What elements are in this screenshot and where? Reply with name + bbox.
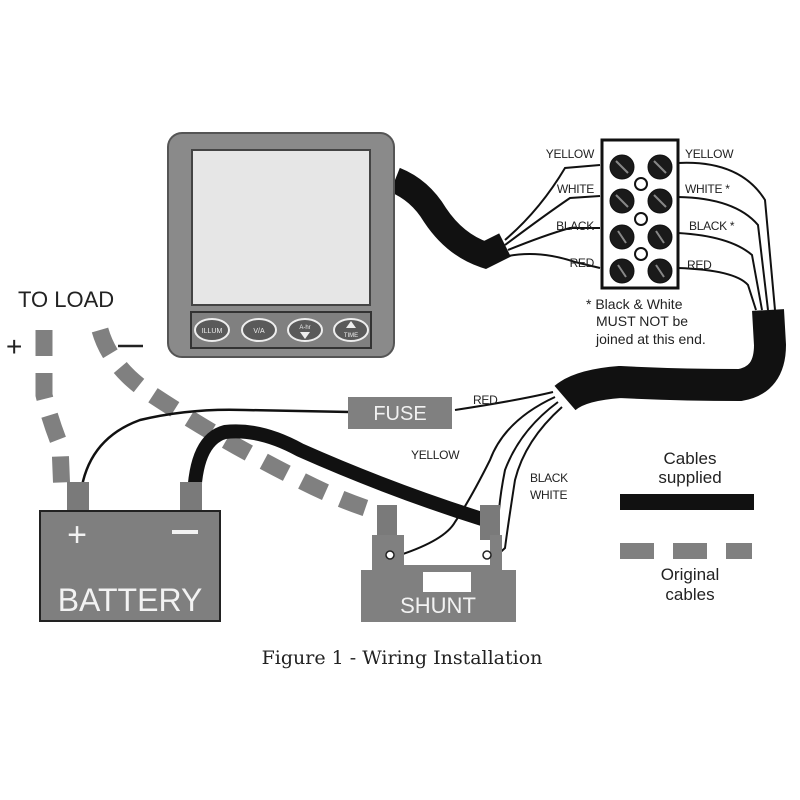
display-unit: ILLUM V/A A-hr TIME [167,132,395,358]
supplied-cable-battery-neg-to-shunt [187,424,488,527]
label-white-left: WHITE [557,182,594,196]
terminal-right-wires [677,161,776,311]
note-line: MUST NOT be [596,313,688,329]
battery: + BATTERY [39,482,221,622]
display-button-illum[interactable]: ILLUM [194,318,230,342]
label-yellow-right: YELLOW [685,147,734,161]
label-white-right: WHITE * [685,182,730,196]
legend-supplied-text: supplied [658,468,721,487]
wire-battery-to-fuse [78,408,351,501]
label-yellow-left: YELLOW [546,147,595,161]
battery-terminal-positive [67,482,89,512]
note-line: joined at this end. [595,331,706,347]
label-red-right: RED [687,258,712,272]
shunt-terminal-right [482,550,492,560]
shunt: SHUNT [361,505,516,622]
up-arrow-icon [346,321,356,328]
shunt-terminal-left [385,550,395,560]
label-yellow-harness: YELLOW [411,448,460,462]
fuse-label: FUSE [373,403,426,425]
note-line: * Black & White [586,296,683,312]
label-black-harness: BLACK [530,471,568,485]
button-label: A-hr [299,325,310,331]
terminal-block [600,138,680,290]
display-button-va[interactable]: V/A [241,318,277,342]
legend-original-swatch [620,543,752,559]
label-black-right: BLACK * [689,219,735,233]
display-cable [389,167,511,270]
legend-original-text: Original [661,565,720,584]
original-cable-load-negative [91,327,397,540]
original-cables [35,327,397,540]
legend: Cables supplied Original cables [620,449,754,604]
load-plus-sign: + [6,331,22,362]
label-white-harness: WHITE [530,488,567,502]
button-label: V/A [253,328,265,335]
battery-plus-sign: + [67,516,87,554]
legend-supplied-swatch [620,494,754,510]
terminal-note: * Black & White MUST NOT be joined at th… [586,296,706,347]
to-load-label: TO LOAD [18,287,114,312]
legend-supplied-text: Cables [664,449,717,468]
legend-original-text: cables [665,585,714,604]
supplied-harness [554,309,787,411]
down-arrow-icon [300,332,310,339]
button-label: ILLUM [202,328,223,335]
label-red-left: RED [570,256,595,270]
terminal-left-labels: YELLOW WHITE BLACK RED [546,147,595,270]
display-screen [191,149,371,306]
original-cable-load-positive [35,330,71,496]
display-button-time[interactable]: TIME [333,318,369,342]
shunt-label: SHUNT [400,593,476,618]
display-cable-wires [504,164,601,269]
fuse: FUSE [348,397,452,429]
figure-caption: Figure 1 - Wiring Installation [262,647,543,669]
battery-terminal-negative [180,482,202,512]
fuse-red-label: RED [473,393,498,407]
battery-label: BATTERY [58,582,203,618]
button-label: TIME [344,333,358,339]
display-button-ahr[interactable]: A-hr [287,318,323,342]
terminal-right-labels: YELLOW WHITE * BLACK * RED [685,147,735,272]
label-black-left: BLACK [556,219,594,233]
